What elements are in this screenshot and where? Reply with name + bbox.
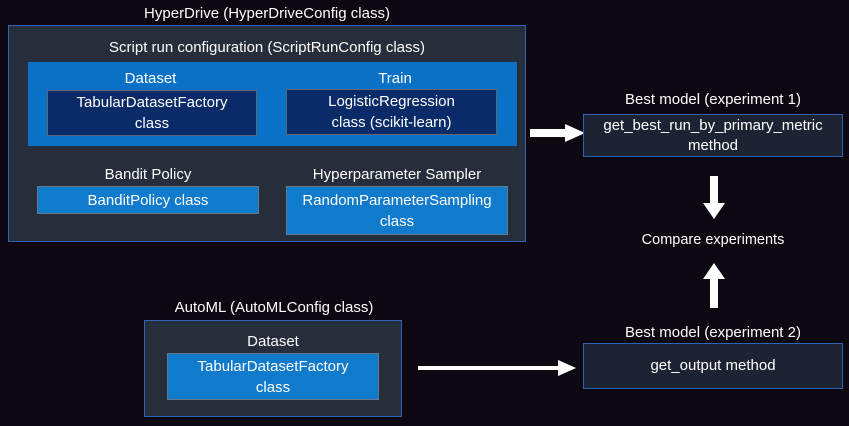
tabular-dataset-factory-box: TabularDatasetFactory class [47,90,257,136]
hyperdrive-container: Script run configuration (ScriptRunConfi… [8,25,526,242]
logistic-regression-box: LogisticRegression class (scikit-learn) [286,89,497,135]
automl-tabular-dataset-factory-box: TabularDatasetFactory class [167,353,379,400]
hyperparameter-sampler-label: Hyperparameter Sampler [312,166,482,183]
arrow-right-icon [418,360,578,376]
automl-dataset-label: Dataset [247,333,299,350]
best-model-2-label: Best model (experiment 2) [625,324,801,341]
hyperdrive-title: HyperDrive (HyperDriveConfig class) [144,5,390,22]
script-run-config-panel: Dataset TabularDatasetFactory class Trai… [28,62,517,146]
bandit-policy-label: Bandit Policy [104,166,192,183]
best-model-2-box: get_output method [583,343,843,389]
best-model-1-box: get_best_run_by_primary_metric method [583,114,843,157]
arrow-right-icon [530,124,585,142]
automl-title: AutoML (AutoMLConfig class) [174,299,374,316]
random-parameter-sampling-box: RandomParameterSampling class [286,186,508,235]
compare-experiments-label: Compare experiments [641,232,785,248]
train-label: Train [378,70,412,87]
arrow-down-icon [703,176,725,219]
bandit-policy-box: BanditPolicy class [37,186,259,214]
best-model-1-label: Best model (experiment 1) [625,91,801,108]
dataset-label: Dataset [124,70,177,87]
automl-container: Dataset TabularDatasetFactory class [144,320,402,417]
arrow-up-icon [703,263,725,308]
script-run-config-title: Script run configuration (ScriptRunConfi… [109,39,425,56]
